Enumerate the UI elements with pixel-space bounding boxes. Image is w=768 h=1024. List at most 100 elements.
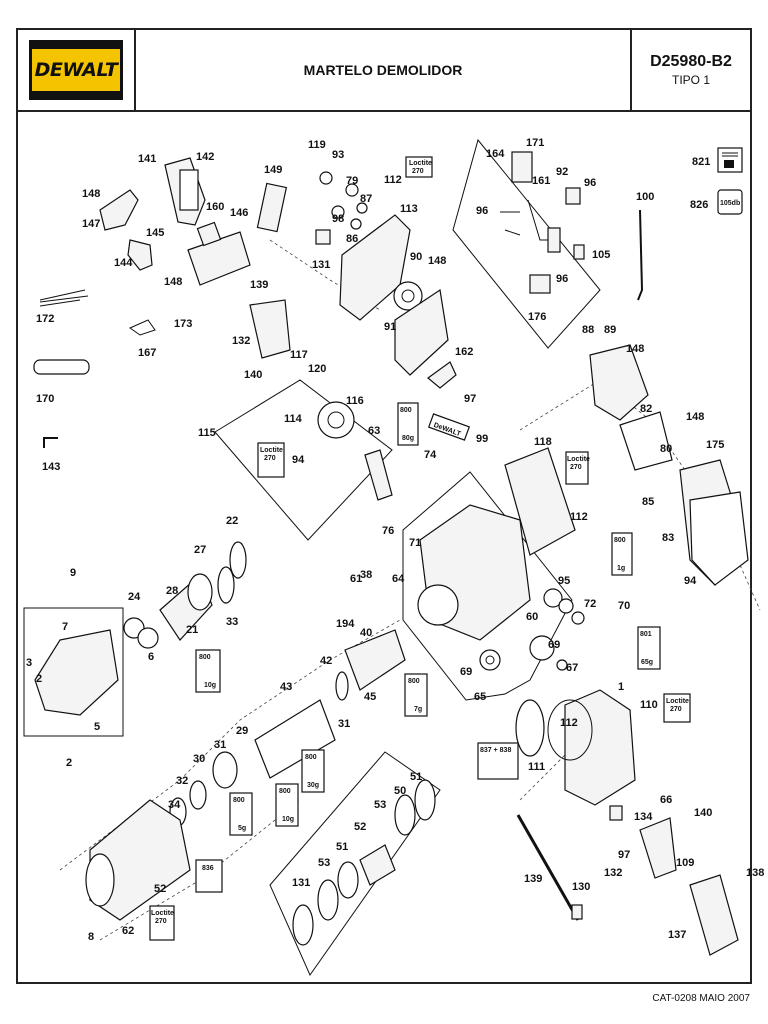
part-number-label: 88 [582, 324, 594, 336]
part-90-fan [393, 281, 423, 311]
part-number-label: 142 [196, 151, 214, 163]
group-outline-51 [269, 751, 441, 977]
svg-text:836: 836 [202, 865, 214, 872]
part-number-label: 3 [26, 657, 32, 669]
grease-callout-800-5g: 800 5g [229, 792, 253, 836]
part-number-label: 60 [526, 611, 538, 623]
part-number-label: 82 [640, 403, 652, 415]
part-number-label: 38 [360, 569, 372, 581]
part-number-label: 45 [364, 691, 376, 703]
part-number-label: 71 [409, 537, 421, 549]
grease-callout-800-1g: 800 1g [611, 532, 633, 576]
group-outline-176 [452, 138, 601, 349]
part-number-label: 97 [464, 393, 476, 405]
grease-callout-801-65g: 801 65g [637, 626, 661, 670]
page-title: MARTELO DEMOLIDOR [303, 62, 463, 78]
part-number-label: 138 [746, 867, 764, 879]
svg-text:270: 270 [412, 168, 424, 175]
part-95-72-70-seals [543, 588, 585, 625]
part-number-label: 160 [206, 201, 224, 213]
part-number-label: 96 [584, 177, 596, 189]
part-110-gearcover [564, 689, 636, 806]
part-50-51-52-53-bushings [292, 779, 436, 946]
part-number-label: 100 [636, 191, 654, 203]
part-number-label: 92 [556, 166, 568, 178]
part-number-label: 7 [62, 621, 68, 633]
part-number-label: 79 [346, 175, 358, 187]
part-number-label: 24 [128, 591, 141, 603]
part-number-label: 164 [486, 148, 505, 160]
part-160-clip [196, 221, 222, 247]
part-number-label: 134 [634, 811, 653, 823]
part-number-label: 112 [570, 511, 588, 523]
kit-836: 836 [195, 859, 223, 893]
grease-callout-800-10g: 800 10g [195, 649, 221, 693]
svg-text:Loctite: Loctite [666, 698, 689, 705]
part-number-label: 132 [604, 867, 622, 879]
part-number-label: 93 [332, 149, 344, 161]
part-161-96-spring-assembly [500, 199, 561, 253]
part-number-label: 61 [350, 573, 362, 585]
svg-text:800: 800 [233, 797, 245, 804]
part-number-label: 112 [384, 174, 402, 186]
part-number-label: 83 [662, 532, 674, 544]
part-91-housing [394, 288, 449, 376]
part-number-label: 161 [532, 175, 550, 187]
part-number-label: 111 [528, 761, 545, 773]
grease-callout-800-30g: 800 30g [301, 749, 325, 793]
svg-text:Loctite: Loctite [151, 910, 174, 917]
svg-text:837 + 838: 837 + 838 [480, 747, 511, 754]
part-number-label: 167 [138, 347, 156, 359]
loctite-callout-112-mid: Loctite 270 [565, 451, 590, 485]
part-number-label: 43 [280, 681, 292, 693]
part-number-label: 116 [346, 395, 364, 407]
part-141-142-grip [164, 157, 206, 226]
part-number-label: 53 [374, 799, 386, 811]
svg-text:30g: 30g [307, 782, 319, 789]
part-number-label: 74 [424, 449, 437, 461]
part-number-label: 139 [524, 873, 542, 885]
svg-text:10g: 10g [204, 682, 216, 689]
part-number-label: 94 [292, 454, 305, 466]
part-number-label: 172 [36, 313, 54, 325]
svg-text:Loctite: Loctite [567, 456, 590, 463]
part-number-label: 51 [410, 771, 422, 783]
part-number-label: 29 [236, 725, 248, 737]
svg-text:Loctite: Loctite [409, 160, 432, 167]
part-number-label: 66 [660, 794, 672, 806]
part-number-label: 148 [82, 188, 100, 200]
svg-text:270: 270 [570, 464, 582, 471]
part-number-label: 1 [618, 681, 624, 693]
part-number-label: 97 [618, 849, 630, 861]
svg-text:65g: 65g [641, 659, 653, 666]
part-number-label: 53 [318, 857, 330, 869]
part-111-gasket [547, 699, 593, 761]
part-92-105-96 [529, 187, 585, 294]
part-number-label: 80 [660, 443, 672, 455]
part-number-label: 42 [320, 655, 332, 667]
part-number-label: 69 [460, 666, 472, 678]
part-number-label: 62 [122, 925, 134, 937]
part-number-label: 98 [332, 213, 344, 225]
part-number-label: 52 [354, 821, 366, 833]
loctite-callout-112-right: Loctite 270 [663, 693, 691, 723]
part-number-label: 120 [308, 363, 326, 375]
part-number-label: 5 [94, 721, 100, 733]
part-number-label: 22 [226, 515, 238, 527]
part-67-69-gear [529, 635, 568, 671]
grease-callout-800-80g: 800 80g [397, 402, 419, 446]
part-number-label: 85 [642, 496, 654, 508]
guide-dash-5 [519, 719, 601, 801]
part-number-label: 118 [534, 436, 552, 448]
part-66-gear [515, 699, 545, 757]
part-number-label: 175 [706, 439, 724, 451]
part-number-label: 52 [154, 883, 166, 895]
part-number-label: 148 [626, 343, 644, 355]
part-number-label: 170 [36, 393, 54, 405]
part-number-label: 69 [548, 639, 560, 651]
part-number-label: 194 [336, 618, 355, 630]
part-number-label: 76 [382, 525, 394, 537]
part-number-label: 171 [526, 137, 544, 149]
grease-callout-800-10g-lower: 800 10g [275, 783, 299, 827]
part-139-132-140-bracket [249, 299, 291, 359]
